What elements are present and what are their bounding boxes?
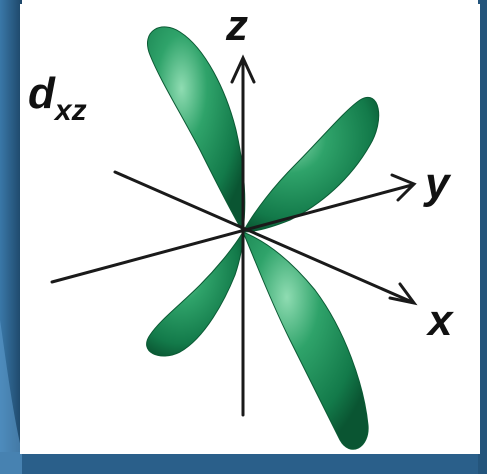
x-axis-label: x xyxy=(426,296,454,345)
z-axis-label: z xyxy=(225,1,248,50)
orbital-label-main: d xyxy=(28,69,56,118)
frame-bottom-edge xyxy=(0,452,487,474)
orbital-label-subscript: xz xyxy=(53,94,87,127)
y-axis-label: y xyxy=(423,159,452,208)
